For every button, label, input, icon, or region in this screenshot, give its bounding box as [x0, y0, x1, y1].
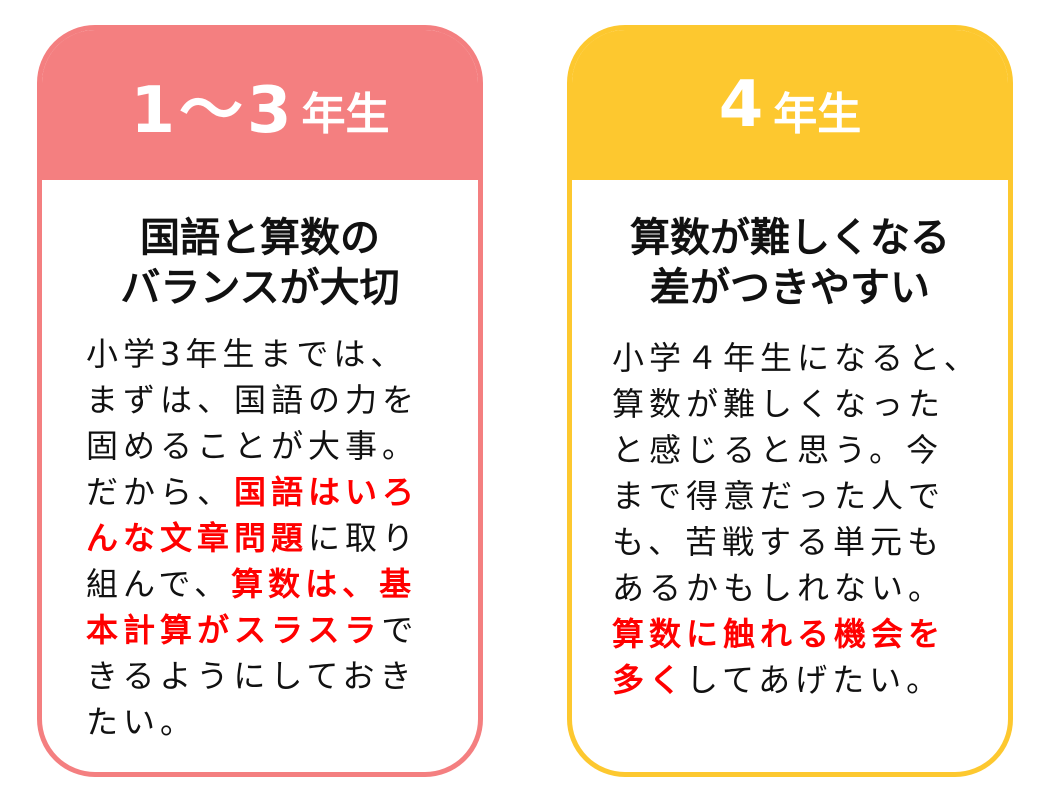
- body-line: 算数に触れる機会を: [612, 611, 1008, 657]
- body-line: 固めることが大事。: [86, 423, 478, 469]
- heading-line: 国語と算数の: [140, 215, 380, 261]
- highlighted-text: 算数は、基: [231, 565, 417, 603]
- body-text: 小学４年生になると、: [612, 339, 981, 377]
- body-text: に取り: [308, 519, 420, 557]
- body-text: と感じると思う。今: [612, 431, 944, 469]
- body-text: あるかもしれない。: [612, 569, 946, 607]
- grade-suffix: 年生: [773, 89, 862, 140]
- body-line: 多くしてあげたい。: [612, 657, 1008, 703]
- body-line: と感じると思う。今: [612, 427, 1008, 473]
- body-line: まずは、国語の力を: [86, 377, 478, 423]
- body-line: 算数が難しくなった: [612, 381, 1008, 427]
- body-text: だから、: [86, 473, 235, 511]
- body-line: まで得意だった人で: [612, 473, 1008, 519]
- body-line: 小学3年生までは、: [86, 331, 478, 377]
- body-line: 小学４年生になると、: [612, 335, 1008, 381]
- body-text: も、苦戦する単元も: [612, 523, 945, 561]
- highlighted-text: 算数に触れる機会を: [612, 615, 946, 653]
- body-text: で: [381, 611, 419, 649]
- grade-number: 1〜3: [130, 74, 296, 148]
- body-line: も、苦戦する単元も: [612, 519, 1008, 565]
- body-text: 算数が難しくなった: [612, 385, 946, 423]
- body-text: 固めることが大事。: [86, 427, 420, 465]
- body-text: 組んで、: [86, 565, 232, 603]
- grade-4-card: 4 年生 算数が難しくなる 差がつきやすい 小学４年生になると、算数が難しくなっ…: [567, 25, 1013, 777]
- card-heading: 国語と算数の バランスが大切: [42, 213, 478, 313]
- grade-suffix: 年生: [301, 89, 390, 140]
- heading-line: バランスが大切: [120, 265, 400, 311]
- card-body: 小学４年生になると、算数が難しくなったと感じると思う。今まで得意だった人でも、苦…: [572, 335, 1008, 703]
- heading-line: 差がつきやすい: [650, 265, 930, 311]
- grade-number: 4: [718, 68, 768, 142]
- body-line: きるようにしておき: [86, 653, 478, 699]
- body-text: 小学3年生までは、: [86, 335, 408, 373]
- card-header: 4 年生: [572, 30, 1008, 180]
- card-body: 小学3年生までは、まずは、国語の力を固めることが大事。だから、国語はいろんな文章…: [42, 331, 478, 745]
- highlighted-text: 本計算がスラスラ: [86, 611, 382, 649]
- heading-line: 算数が難しくなる: [630, 215, 950, 261]
- highlighted-text: 国語はいろ: [234, 473, 420, 511]
- body-line: たい。: [86, 699, 478, 745]
- body-text: まで得意だった人で: [612, 477, 946, 515]
- body-text: たい。: [86, 703, 198, 741]
- card-header: 1〜3 年生: [42, 30, 478, 180]
- highlighted-text: 多く: [612, 661, 687, 699]
- body-line: だから、国語はいろ: [86, 469, 478, 515]
- body-line: 本計算がスラスラで: [86, 607, 478, 653]
- body-text: きるようにしておき: [86, 657, 417, 695]
- body-line: んな文章問題に取り: [86, 515, 478, 561]
- card-heading: 算数が難しくなる 差がつきやすい: [572, 213, 1008, 313]
- body-line: 組んで、算数は、基: [86, 561, 478, 607]
- body-line: あるかもしれない。: [612, 565, 1008, 611]
- grade-1-3-card: 1〜3 年生 国語と算数の バランスが大切 小学3年生までは、まずは、国語の力を…: [37, 25, 483, 777]
- body-text: まずは、国語の力を: [86, 381, 420, 419]
- highlighted-text: んな文章問題: [86, 519, 309, 557]
- body-text: してあげたい。: [686, 661, 944, 699]
